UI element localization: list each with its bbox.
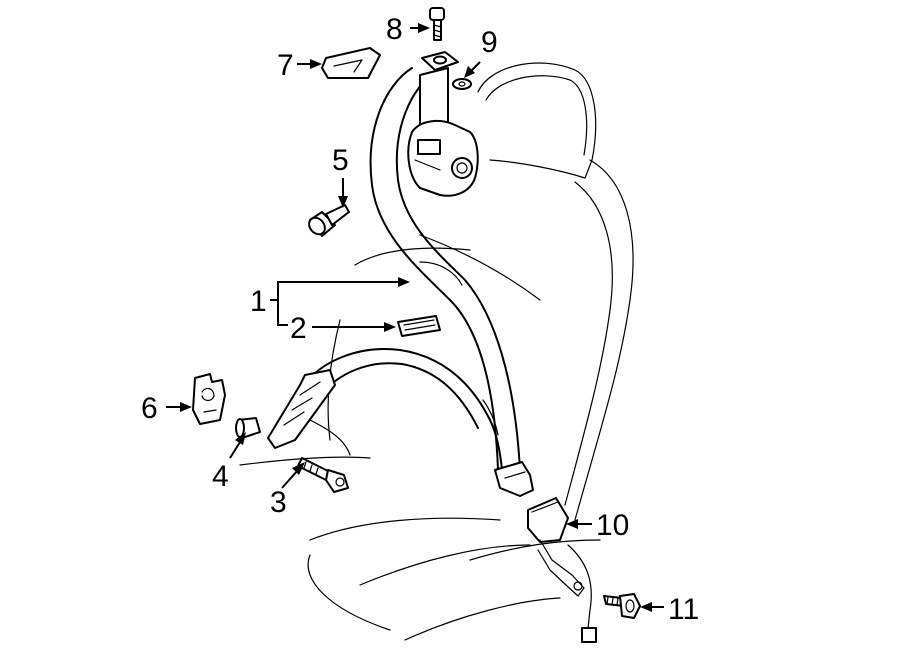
callout-10: 10 (596, 509, 629, 542)
bolt-part-5 (308, 204, 350, 237)
callout-2: 2 (290, 312, 307, 345)
callout-8: 8 (386, 13, 403, 46)
belt-tongue (494, 461, 534, 497)
washer-part-9 (452, 78, 472, 90)
callout-1: 1 (250, 285, 267, 318)
bracket-part-6 (192, 373, 226, 425)
upper-anchor-plate (421, 51, 459, 71)
callout-4: 4 (212, 460, 229, 493)
lap-belt-anchor-plate (267, 369, 336, 449)
clip-part-7 (321, 47, 381, 79)
cap-part-4 (235, 417, 261, 439)
bolt-part-8 (429, 7, 445, 41)
retractor-assembly (407, 67, 479, 197)
seat-belt-webbing (299, 67, 521, 471)
callout-7: 7 (277, 49, 294, 82)
callout-6: 6 (141, 392, 158, 425)
buckle-part-10 (527, 497, 597, 643)
callout-leaders (166, 23, 664, 612)
callout-3: 3 (270, 486, 287, 519)
bolt-part-3 (297, 457, 349, 493)
cover-part-2 (397, 315, 441, 337)
callout-11: 11 (668, 593, 699, 626)
callout-labels: 1 2 3 4 5 6 7 8 9 10 11 (141, 13, 699, 626)
seat-outline (239, 62, 634, 641)
bolt-part-11 (603, 593, 641, 619)
callout-5: 5 (332, 144, 349, 177)
callout-9: 9 (481, 26, 498, 59)
